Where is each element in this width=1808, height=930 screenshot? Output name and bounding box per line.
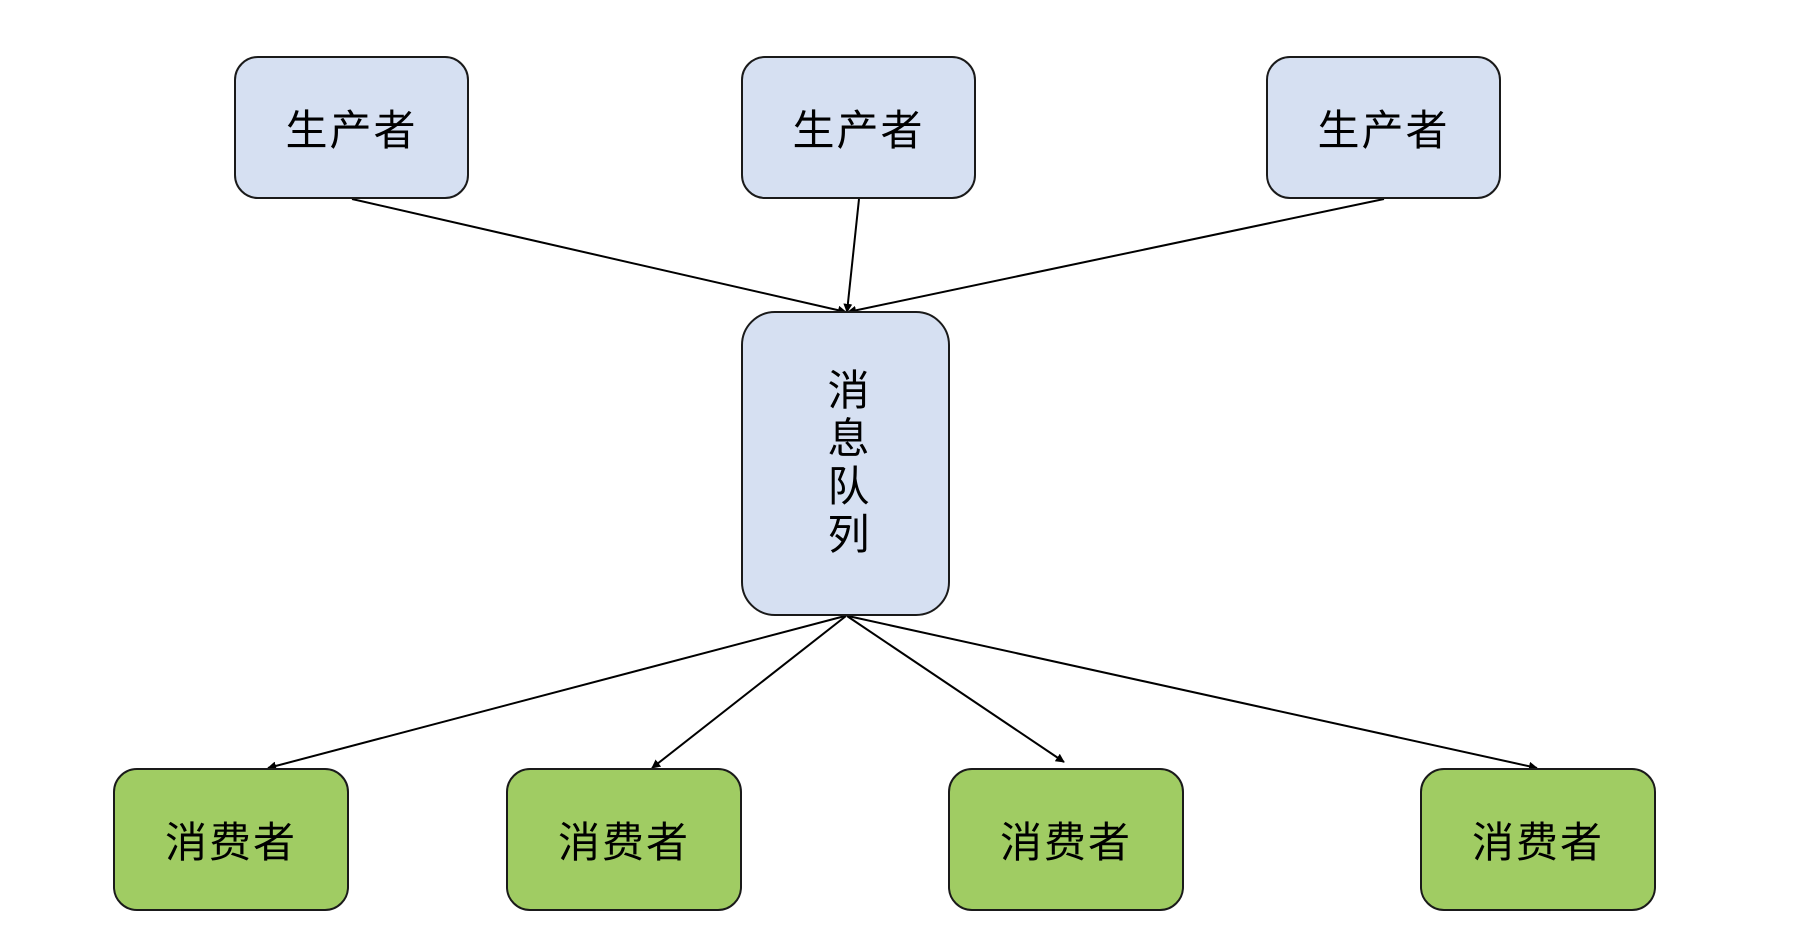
arrow-producer-2-to-queue [843,198,860,313]
message-queue-label: 消息队列 [821,367,870,560]
producer-label: 生产者 [792,106,925,155]
producer-label: 生产者 [1317,106,1450,155]
consumer-label: 消费者 [164,818,297,867]
arrow-queue-to-consumer-2 [651,615,847,769]
consumer-label: 消费者 [999,818,1132,867]
message-queue-box: 消息队列 [741,311,950,616]
arrow-producer-1-to-queue [351,198,847,315]
arrow-producer-3-to-queue [847,198,1385,315]
consumer-box-3: 消费者 [948,768,1184,911]
arrow-queue-to-consumer-1 [267,615,846,771]
consumer-label: 消费者 [557,818,690,867]
consumer-box-1: 消费者 [113,768,349,911]
consumer-label: 消费者 [1471,818,1604,867]
producer-box-3: 生产者 [1266,56,1501,199]
arrow-queue-to-consumer-3 [846,615,1065,763]
producer-label: 生产者 [285,106,418,155]
producer-box-2: 生产者 [741,56,976,199]
consumer-box-4: 消费者 [1420,768,1656,911]
arrow-queue-to-consumer-4 [847,615,1538,771]
producer-box-1: 生产者 [234,56,469,199]
consumer-box-2: 消费者 [506,768,742,911]
